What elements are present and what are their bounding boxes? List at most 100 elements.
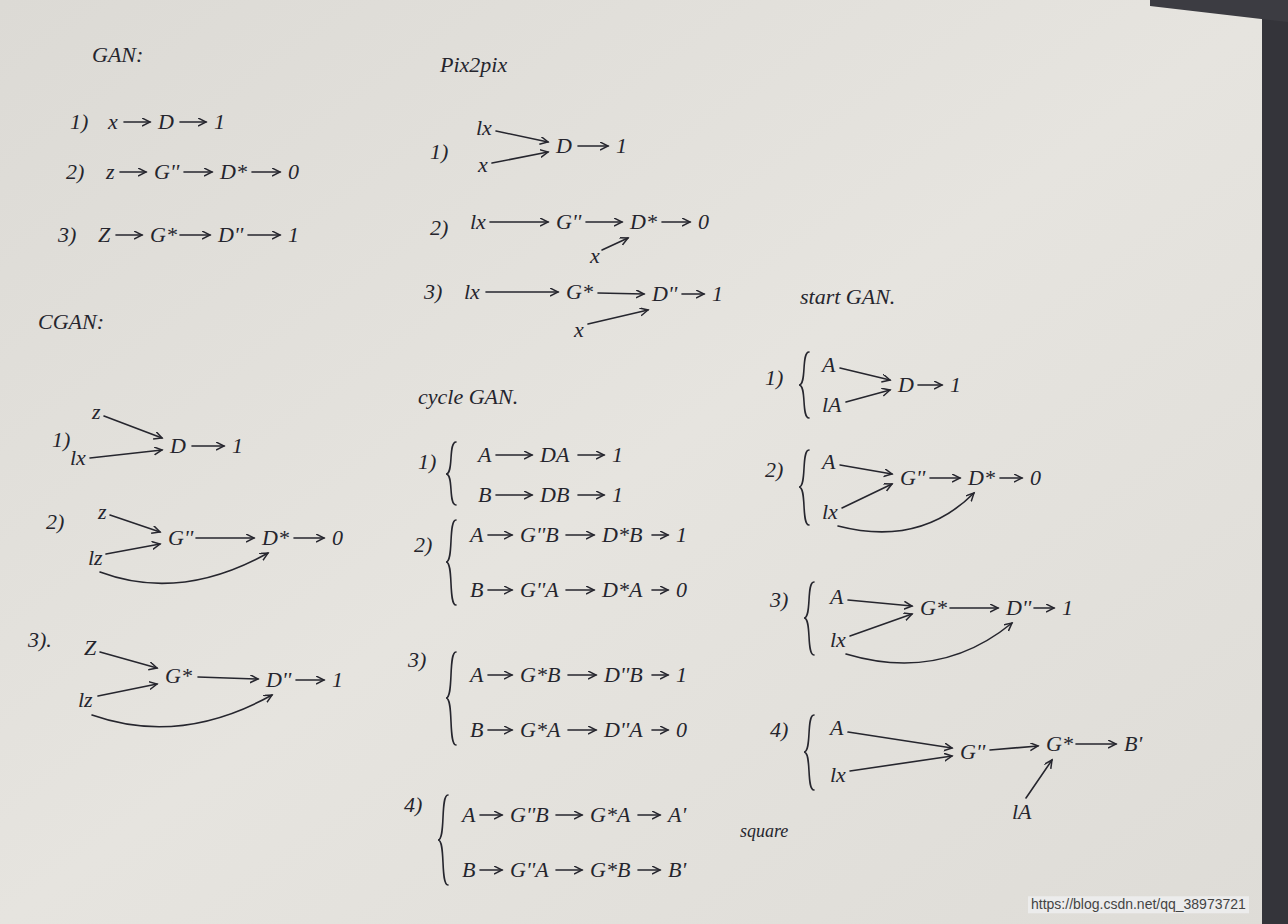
handwritten-term: A' xyxy=(668,803,686,827)
handwritten-term: A xyxy=(822,450,835,474)
arrow xyxy=(124,121,150,123)
brace xyxy=(446,442,456,505)
handwritten-term: 0 xyxy=(288,160,299,184)
handwritten-term: 0 xyxy=(698,210,709,234)
arrow xyxy=(110,515,160,532)
section-title: Pix2pix xyxy=(440,53,507,77)
arrow xyxy=(930,477,960,479)
handwritten-term: x xyxy=(478,153,488,177)
handwritten-term: 1 xyxy=(612,483,623,507)
handwritten-term: 1 xyxy=(1062,596,1073,620)
handwritten-term: 4) xyxy=(404,793,422,817)
handwritten-term: B xyxy=(470,718,483,742)
arrow xyxy=(296,679,324,681)
handwritten-term: 1) xyxy=(765,366,783,390)
handwritten-term: 1) xyxy=(418,450,436,474)
handwritten-term: D* xyxy=(630,210,657,234)
arrow xyxy=(566,534,594,536)
handwritten-term: 0 xyxy=(676,718,687,742)
handwritten-term: lx xyxy=(464,280,480,304)
arrow xyxy=(850,756,952,771)
arrow xyxy=(496,494,532,496)
arrow xyxy=(196,537,254,539)
handwritten-term: 1 xyxy=(616,134,627,158)
handwritten-term: G*A xyxy=(590,803,630,827)
arrow xyxy=(248,234,280,236)
brace xyxy=(799,450,809,525)
arrow xyxy=(480,814,502,816)
handwritten-term: 1) xyxy=(430,140,448,164)
handwritten-term: D* xyxy=(968,466,995,490)
arrow xyxy=(180,121,206,123)
arrow xyxy=(492,152,548,163)
handwritten-term: lA xyxy=(1012,800,1032,824)
handwritten-term: G*B xyxy=(590,858,630,882)
arrow xyxy=(602,238,628,250)
arrow xyxy=(840,465,892,474)
handwritten-term: D xyxy=(898,373,914,397)
handwritten-term: 4) xyxy=(770,718,788,742)
arrow xyxy=(598,293,644,294)
arrow xyxy=(198,677,258,679)
handwritten-term: x xyxy=(574,318,584,342)
handwritten-term: 3) xyxy=(770,588,788,612)
handwritten-term: A xyxy=(462,803,475,827)
arrow xyxy=(90,450,162,458)
handwritten-term: lx xyxy=(470,210,486,234)
handwritten-term: G*B xyxy=(520,663,560,687)
handwritten-term: lz xyxy=(78,688,93,712)
arrow xyxy=(192,445,224,447)
handwritten-term: A xyxy=(478,443,491,467)
arrow xyxy=(586,221,622,223)
handwritten-term: 1) xyxy=(70,110,88,134)
handwritten-term: A xyxy=(830,716,843,740)
arrow xyxy=(1034,607,1054,609)
arrow xyxy=(480,869,502,871)
arrow xyxy=(850,614,912,636)
arrow xyxy=(638,814,660,816)
arrow xyxy=(840,368,890,380)
handwritten-term: 3). xyxy=(28,628,52,652)
handwritten-term: DA xyxy=(540,443,569,467)
handwritten-term: D xyxy=(556,134,572,158)
handwritten-term: D* xyxy=(262,526,289,550)
arrow xyxy=(100,553,268,583)
handwritten-term: D xyxy=(170,434,186,458)
arrow xyxy=(846,390,890,402)
handwritten-term: 0 xyxy=(332,526,343,550)
handwritten-term: D'' xyxy=(266,668,291,692)
brace xyxy=(804,582,814,655)
handwritten-term: lz xyxy=(88,546,103,570)
handwritten-term: 3) xyxy=(424,280,442,304)
handwritten-term: lx xyxy=(822,500,838,524)
handwritten-term: lx xyxy=(476,116,492,140)
arrow xyxy=(98,684,157,696)
handwritten-term: 3) xyxy=(58,223,76,247)
handwritten-term: D*B xyxy=(602,523,642,547)
arrow xyxy=(568,729,596,731)
arrow xyxy=(588,310,648,324)
arrow xyxy=(842,484,892,508)
handwritten-term: z xyxy=(92,400,101,424)
arrow xyxy=(638,869,660,871)
handwritten-term: 1 xyxy=(676,523,687,547)
arrow xyxy=(950,607,998,609)
handwritten-term: 1 xyxy=(214,110,225,134)
arrow xyxy=(578,145,608,147)
arrow xyxy=(662,221,690,223)
handwritten-term: G''A xyxy=(510,858,549,882)
handwritten-term: 2) xyxy=(66,160,84,184)
arrow xyxy=(838,493,974,532)
arrow xyxy=(486,291,558,293)
handwritten-term: G'' xyxy=(168,526,193,550)
handwritten-term: D'' xyxy=(218,223,243,247)
arrow xyxy=(106,544,160,554)
handwritten-term: D'' xyxy=(652,282,677,306)
handwritten-term: D'' xyxy=(1006,596,1031,620)
handwritten-term: B xyxy=(478,483,491,507)
arrow xyxy=(488,589,512,591)
desk-edge xyxy=(1262,0,1288,924)
brace xyxy=(804,715,814,790)
handwritten-term: Z xyxy=(84,636,96,660)
